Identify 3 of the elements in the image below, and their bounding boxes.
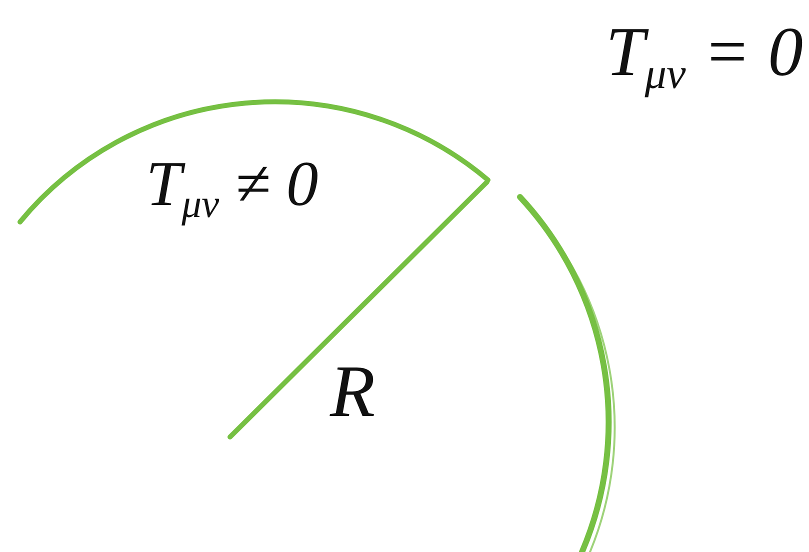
math-label: T$_{μν}$ = 0	[606, 18, 803, 96]
math-label: R	[330, 355, 376, 429]
math-label: T$_{μν}$ ≠ 0	[146, 152, 318, 225]
